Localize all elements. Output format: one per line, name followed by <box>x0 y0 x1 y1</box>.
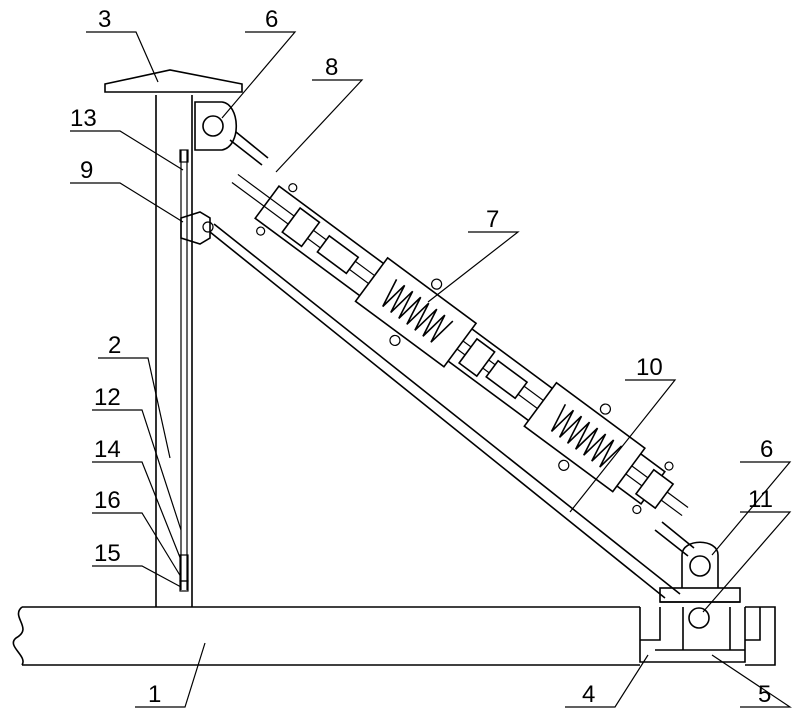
label-6-lower: 6 <box>760 436 773 463</box>
label-7: 7 <box>486 206 499 233</box>
damper-assembly <box>211 146 709 543</box>
label-8: 8 <box>325 54 338 81</box>
anchor-block <box>640 588 760 662</box>
label-15: 15 <box>94 540 121 567</box>
label-16: 16 <box>94 487 121 514</box>
label-10: 10 <box>636 354 663 381</box>
label-12: 12 <box>94 384 121 411</box>
label-3: 3 <box>98 6 111 33</box>
label-4: 4 <box>582 681 595 708</box>
damper-upper-link <box>230 132 268 165</box>
label-13: 13 <box>70 105 97 132</box>
label-11: 11 <box>748 486 773 513</box>
label-1: 1 <box>148 681 161 708</box>
label-6-upper: 6 <box>265 6 278 33</box>
label-9: 9 <box>80 157 93 184</box>
slider-clamp <box>181 212 213 244</box>
top-cap <box>105 70 242 92</box>
lower-hinge <box>682 542 718 588</box>
leader-lines <box>70 32 790 707</box>
label-2: 2 <box>108 332 121 359</box>
damper-lower-link <box>655 522 694 556</box>
label-14: 14 <box>94 436 121 463</box>
label-5: 5 <box>758 681 771 708</box>
